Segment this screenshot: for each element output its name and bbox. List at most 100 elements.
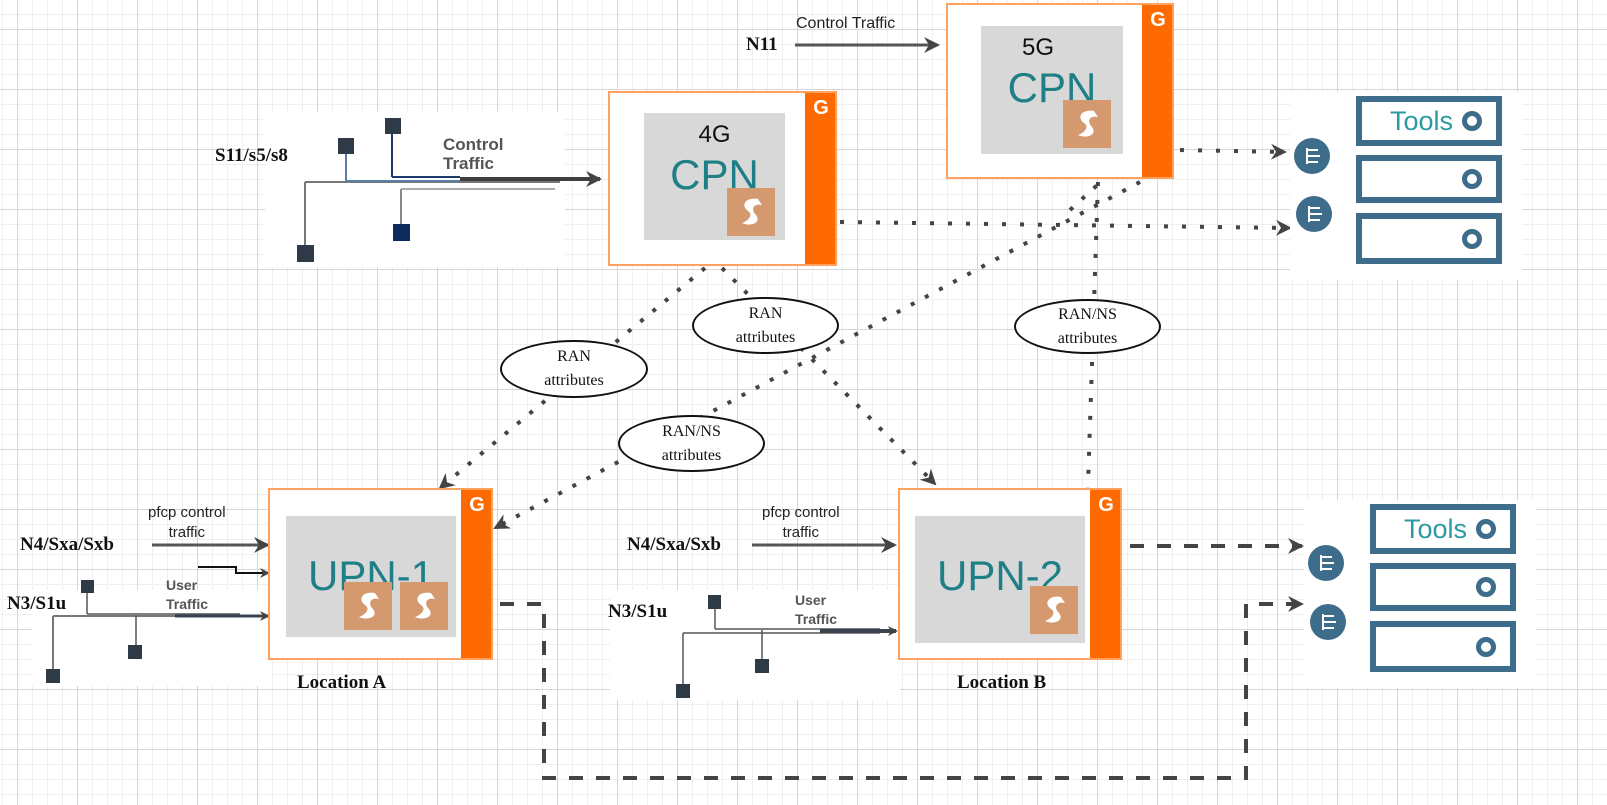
g-logo-icon: G [813,97,829,119]
endpoint-icon [755,659,769,673]
pfcp-a-line2: traffic [168,524,205,541]
node-kind-label: 4G [698,121,731,148]
s11-endpoint-tree [297,118,560,262]
node-kind-label: 5G [1021,34,1054,61]
n4a-pfcp-branch-edge[interactable] [198,566,270,578]
tools-row[interactable]: Tools [1370,504,1516,554]
user-a-line2: Traffic [166,596,209,612]
knob-icon [1476,519,1496,539]
endpoint-icon [676,684,690,698]
tools-row[interactable] [1370,563,1516,611]
tools-row[interactable] [1356,213,1502,264]
user-a-label: User Traffic [166,576,208,614]
user-b-line2: Traffic [795,611,838,627]
s-service-icon [1030,586,1078,634]
node-accent-bar [461,490,491,658]
tools-row[interactable]: Tools [1356,96,1502,146]
n3a-endpoint-tree [46,580,240,683]
n3b-interface-label: N3/S1u [608,601,668,622]
ran-ns-attributes-ellipse: RAN/NS attributes [618,415,765,472]
s-service-icon [344,582,392,630]
g-logo-icon: G [469,494,485,516]
n11-control-label: Control Traffic [796,15,896,32]
node-inner-panel: UPN-1 [286,516,456,637]
tools-row[interactable] [1356,155,1502,203]
pfcp-b-line1: pfcp control [762,504,840,521]
node-inner-panel: 4G CPN [644,113,785,240]
s11-control-line2: Traffic [443,154,495,173]
cpn-5g-node[interactable]: G 5G CPN [946,3,1174,179]
g-logo-icon: G [1150,9,1166,31]
knob-icon [1476,636,1496,657]
ran-attributes-ellipse: RAN attributes [692,297,839,354]
user-a-line1: User [166,577,198,593]
endpoint-icon [46,669,60,683]
n3a-interface-label: N3/S1u [7,593,67,614]
cpn5g-to-tools-edge[interactable] [1179,143,1287,160]
endpoint-icon [81,580,94,593]
cpn-4g-node[interactable]: G 4G CPN [608,91,837,266]
s11-control-label: Control Traffic [443,135,503,173]
s11-control-line1: Control [443,135,504,154]
pfcp-b-label: pfcp control traffic [762,503,840,543]
upn1-to-tools-edge[interactable] [500,596,1304,780]
tools-stack-top[interactable]: Tools [1290,92,1522,280]
network-port-icon[interactable] [1308,545,1344,581]
node-accent-bar [805,93,835,264]
attr-line2: attributes [544,372,604,389]
n4b-interface-label: N4/Sxa/Sxb [627,534,721,555]
n4a-interface-label: N4/Sxa/Sxb [20,534,114,555]
user-b-label: User Traffic [795,591,837,629]
endpoint-icon [297,245,314,262]
attr-line1: RAN/NS [662,422,721,440]
ran-ns-attributes-ellipse: RAN/NS attributes [1014,299,1161,354]
attr-line2: attributes [661,446,722,464]
node-accent-bar [1142,5,1172,177]
knob-icon [1476,577,1496,597]
location-b-label: Location B [957,672,1047,693]
n3b-endpoint-tree [676,595,880,698]
n11-interface-label: N11 [746,34,778,55]
knob-icon [1462,228,1482,249]
location-a-label: Location A [297,672,387,693]
cpn4g-to-tools-edge[interactable] [839,219,1292,236]
network-port-icon[interactable] [1296,196,1332,232]
attr-line2: attributes [1057,329,1118,347]
attr-line1: RAN [557,348,591,365]
node-accent-bar [1090,490,1120,658]
pfcp-b-line2: traffic [782,524,819,541]
endpoint-icon [708,595,721,609]
endpoint-icon [393,224,410,241]
ran-attributes-ellipse: RAN attributes [500,340,648,398]
upn-2-node[interactable]: G UPN-2 [898,488,1122,660]
tools-row[interactable] [1370,621,1516,672]
s-service-icon [727,188,775,236]
s-service-icon [1063,100,1111,148]
s-service-icon [400,582,448,630]
n3b-illustration-bg [610,590,900,700]
g-logo-icon: G [1098,494,1114,516]
node-inner-panel: UPN-2 [915,516,1085,643]
attr-line2: attributes [735,328,796,346]
tools-label: Tools [1390,106,1454,136]
network-port-icon[interactable] [1294,138,1330,174]
knob-icon [1462,169,1482,189]
endpoint-icon [338,138,354,154]
node-inner-panel: 5G CPN [981,26,1123,154]
pfcp-a-line1: pfcp control [148,504,226,521]
n3a-illustration-bg [32,590,272,686]
endpoint-icon [385,118,401,134]
tools-stack-bottom[interactable]: Tools [1304,500,1536,688]
upn-1-node[interactable]: G UPN-1 [268,488,493,660]
tools-label: Tools [1404,514,1468,544]
pfcp-a-label: pfcp control traffic [148,503,226,543]
knob-icon [1462,111,1482,131]
cpn5g-to-upn2-edge[interactable] [1079,181,1100,517]
user-b-line1: User [795,592,827,608]
endpoint-icon [128,645,142,659]
s11-interface-label: S11/s5/s8 [215,145,288,166]
cpn5g-to-upn1-edge[interactable] [493,180,1141,530]
attr-line1: RAN/NS [1058,305,1117,323]
attr-line1: RAN [748,304,783,322]
network-port-icon[interactable] [1310,604,1346,640]
